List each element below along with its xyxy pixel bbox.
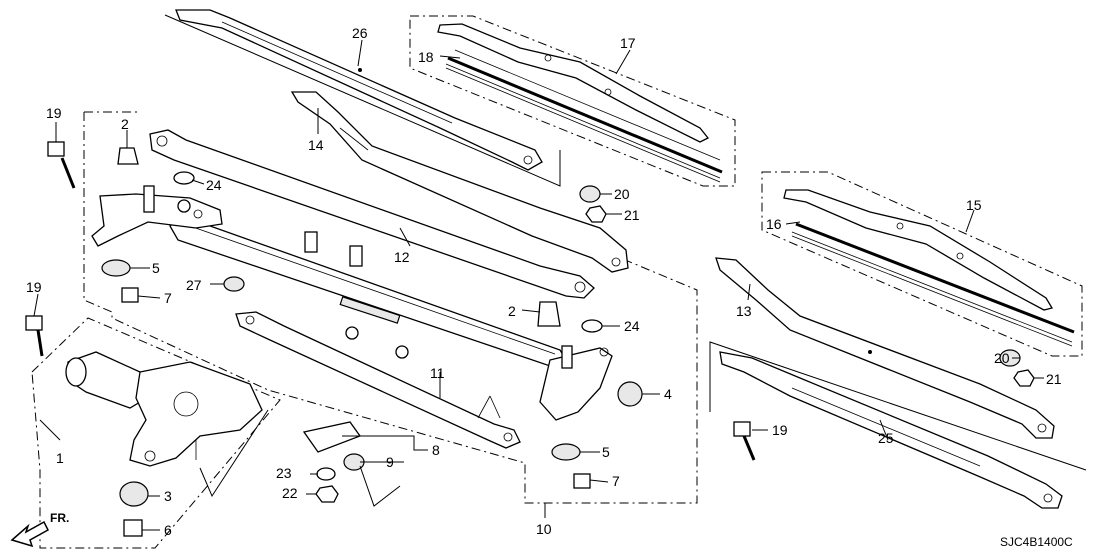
callout-14: 14 (308, 137, 324, 153)
callout-20b: 20 (994, 350, 1010, 366)
callout-8: 8 (432, 442, 440, 458)
callout-1: 1 (56, 450, 64, 466)
callout-18: 18 (418, 49, 434, 65)
pivot-bracket-right (539, 345, 613, 421)
center-bracket (304, 231, 409, 359)
callout-24a: 24 (206, 177, 222, 193)
wiper-arm-25 (709, 341, 1087, 509)
pivot-bracket-left (91, 185, 223, 247)
callout-5b: 5 (602, 444, 610, 460)
callout-22: 22 (282, 485, 298, 501)
callout-labels: 26 17 18 14 19 2 24 20 21 15 16 12 5 27 … (26, 25, 1062, 538)
callout-6: 6 (164, 522, 172, 538)
callout-5a: 5 (152, 260, 160, 276)
callout-4: 4 (664, 386, 672, 402)
callout-7a: 7 (164, 290, 172, 306)
callout-26: 26 (352, 25, 368, 41)
callout-19b: 19 (26, 279, 42, 295)
callout-13: 13 (736, 303, 752, 319)
callout-21a: 21 (624, 207, 640, 223)
callout-3: 3 (164, 488, 172, 504)
callout-2a: 2 (121, 116, 129, 132)
callout-23: 23 (276, 465, 292, 481)
callout-16: 16 (766, 216, 782, 232)
callout-21b: 21 (1046, 371, 1062, 387)
drawing-code: SJC4B1400C (1000, 535, 1073, 549)
group-boundaries (31, 15, 1083, 549)
linkage-rod-12 (149, 129, 595, 299)
wiper-blade-17 (437, 23, 723, 183)
wiper-arm-14 (290, 91, 629, 273)
callout-7b: 7 (612, 473, 620, 489)
wiper-arm-13 (715, 257, 1055, 439)
callout-25: 25 (878, 430, 894, 446)
callout-19c: 19 (772, 422, 788, 438)
callout-9: 9 (386, 454, 394, 470)
leader-lines (33, 39, 1044, 531)
linkage-rod-11 (235, 311, 521, 449)
callout-17: 17 (620, 35, 636, 51)
callout-15: 15 (966, 197, 982, 213)
callout-2b: 2 (508, 303, 516, 319)
callout-19a: 19 (46, 105, 62, 121)
callout-27: 27 (186, 277, 202, 293)
callout-10: 10 (536, 521, 552, 537)
callout-12: 12 (394, 249, 410, 265)
wiper-arm-26 (164, 9, 561, 187)
front-arrow-icon: FR. (10, 511, 69, 548)
small-parts (25, 141, 1035, 537)
wiper-blade-15 (783, 189, 1075, 347)
front-label: FR. (50, 511, 69, 525)
wiper-motor (65, 351, 263, 467)
callout-11: 11 (430, 365, 445, 381)
linkage-frame (169, 215, 572, 369)
callout-20a: 20 (614, 186, 630, 202)
callout-24b: 24 (624, 318, 640, 334)
